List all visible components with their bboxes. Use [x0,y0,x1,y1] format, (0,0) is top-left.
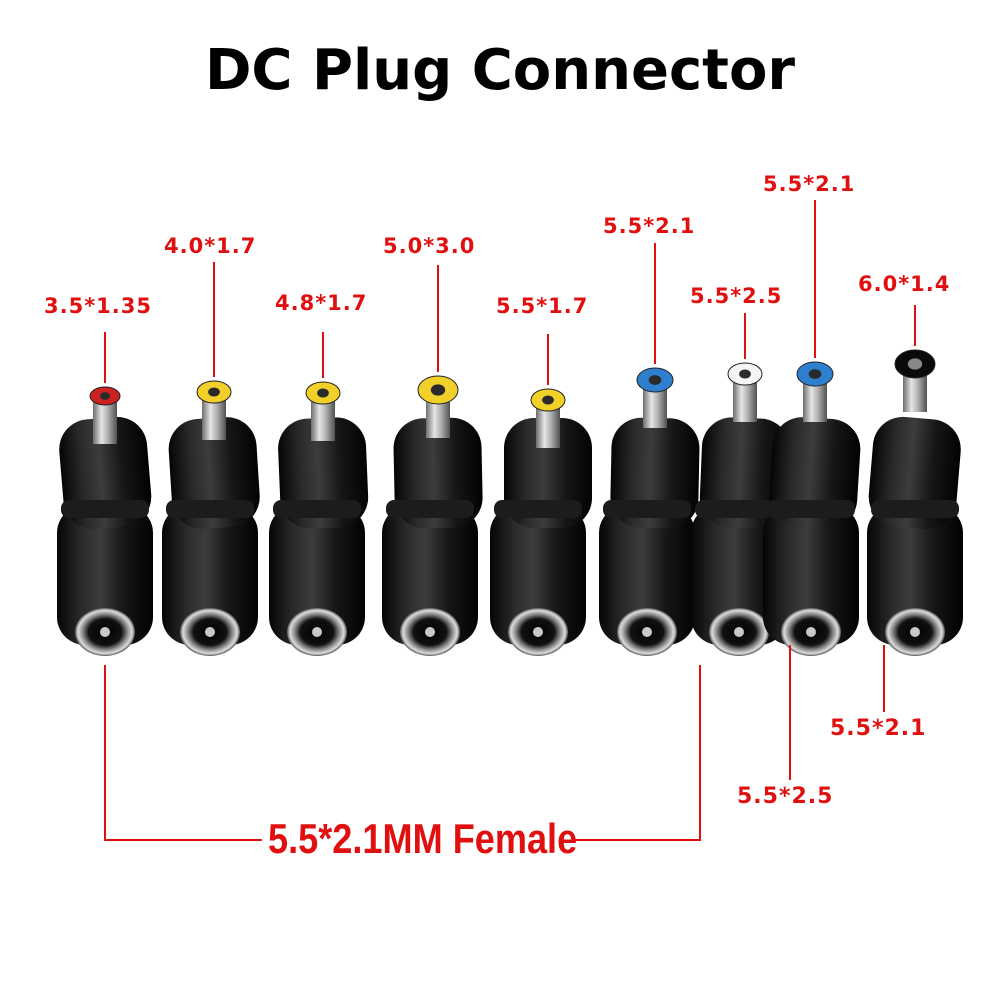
plug-tip-hole [100,392,110,400]
plug-size-label-8: 5.5*2.1 [763,172,856,196]
adapter-joint [166,500,254,518]
adapter-lower-housing [269,505,365,645]
plug-tip-hole [542,395,554,405]
female-socket-pin [533,627,543,637]
female-socket-pin [910,627,920,637]
plug-tip-hole [648,375,662,385]
plug-size-label-9: 6.0*1.4 [858,272,951,296]
adapter-lower-housing [867,505,963,645]
plug-size-label-6: 5.5*2.1 [603,214,696,238]
female-socket-pin [100,627,110,637]
dc-plug-adapter-1 [57,332,153,656]
dc-plug-adapter-5 [490,334,592,656]
plug-size-label-1: 3.5*1.35 [44,294,152,318]
adapter-lower-housing [57,505,153,645]
plug-size-label-2: 4.0*1.7 [164,234,257,258]
dc-plug-adapter-8 [763,200,861,656]
adapter-joint [61,500,149,518]
adapter-joint [695,500,783,518]
plug-tip-hole [317,388,329,398]
dc-plug-adapter-4 [382,265,483,656]
plug-tip-hole [739,369,751,379]
adapter-joint [386,500,474,518]
adapter-joint [767,500,855,518]
plug-tip-hole [808,369,822,379]
female-size-label-9: 5.5*2.1 [830,716,927,741]
female-socket-pin [734,627,744,637]
dc-plug-adapter-6 [599,243,700,656]
female-bracket [104,645,885,841]
female-bracket-left [104,665,262,841]
image-title: DC Plug Connector [204,38,796,103]
plug-size-label-4: 5.0*3.0 [383,234,476,258]
female-socket-pin [205,627,215,637]
female-size-label-8: 5.5*2.5 [737,784,834,809]
female-bracket-right [575,665,701,841]
adapter-lower-housing [490,505,586,645]
dc-plug-adapter-3 [269,332,369,656]
adapter-lower-housing [382,505,478,645]
dc-plug-adapter-2 [162,262,260,656]
plug-tip-hole [208,387,220,397]
plug-size-label-3: 4.8*1.7 [275,291,368,315]
adapter-joint [871,500,959,518]
adapter-lower-housing [162,505,258,645]
adapter-lower-housing [763,505,859,645]
female-socket-pin [425,627,435,637]
female-socket-pin [642,627,652,637]
female-group-label: 5.5*2.1MM Female [268,815,578,862]
adapter-joint [603,500,691,518]
female-socket-pin [806,627,816,637]
adapter-joint [494,500,582,518]
adapter-lower-housing [599,505,695,645]
plug-tip-hole [430,384,446,396]
female-socket-pin [312,627,322,637]
plug-size-label-7: 5.5*2.5 [690,284,783,308]
plug-size-label-5: 5.5*1.7 [496,294,589,318]
adapter-joint [273,500,361,518]
dc-plug-adapter-9 [867,305,963,656]
plug-tip-hole [907,358,923,370]
